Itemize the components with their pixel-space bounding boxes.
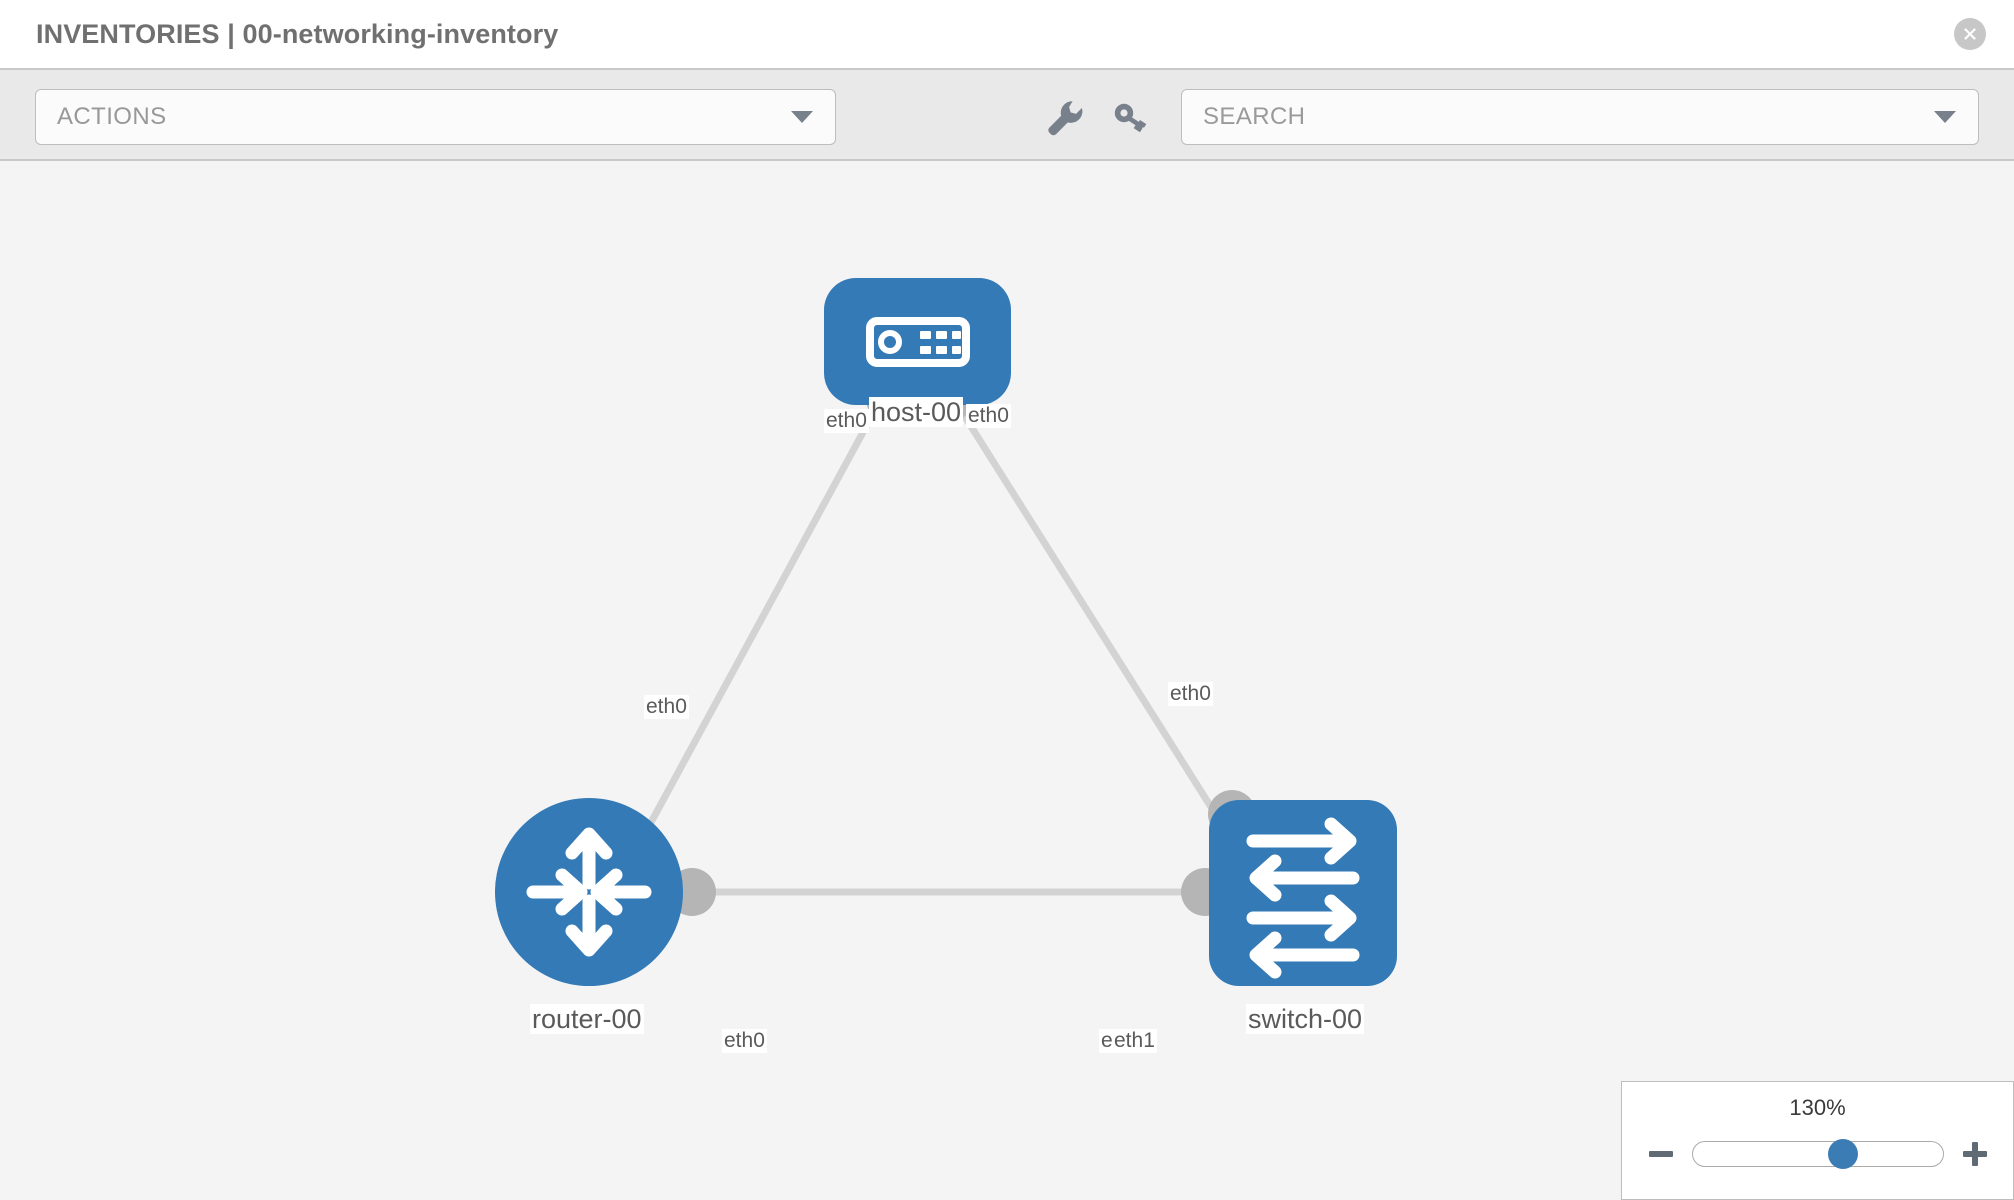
link-host-switch (952, 399, 1248, 863)
iface-label-host-left: eth0 (824, 409, 869, 433)
zoom-slider[interactable] (1691, 1139, 1944, 1169)
search-input[interactable]: SEARCH (1181, 89, 1979, 145)
zoom-in-button[interactable] (1960, 1139, 1990, 1169)
zoom-slider-thumb[interactable] (1827, 1139, 1858, 1169)
node-label-switch-00: switch-00 (1246, 1004, 1365, 1035)
search-placeholder: SEARCH (1203, 103, 1306, 130)
iface-label-switch-left: eth1 (1112, 1029, 1157, 1053)
page-title: INVENTORIES | 00-networking-inventory (36, 18, 559, 49)
topology-canvas[interactable]: host-00 router-00 switch-00 eth0 eth0 et… (0, 161, 2014, 1200)
actions-dropdown[interactable]: ACTIONS (35, 89, 836, 145)
node-host-00[interactable] (824, 278, 1011, 405)
close-icon[interactable] (1954, 18, 1986, 50)
chevron-down-icon (791, 111, 813, 123)
switch-icon (1246, 817, 1360, 979)
node-label-router-00: router-00 (530, 1004, 644, 1035)
zoom-out-button[interactable] (1646, 1139, 1676, 1169)
router-icon (526, 827, 652, 957)
zoom-level-value: 130% (1789, 1095, 1846, 1120)
topology-graph (495, 278, 1397, 986)
connector-stubs (668, 375, 1256, 916)
server-icon (866, 317, 970, 367)
node-switch-00[interactable] (1209, 800, 1397, 986)
iface-label-router-right: eth0 (722, 1029, 767, 1053)
iface-label-router-up: eth0 (644, 695, 689, 719)
node-label-host-00: host-00 (869, 397, 964, 428)
key-icon[interactable] (1110, 96, 1152, 138)
link-host-router (626, 399, 884, 863)
chevron-down-icon[interactable] (1934, 111, 1956, 123)
actions-dropdown-label: ACTIONS (57, 103, 167, 130)
zoom-slider-row (1622, 1132, 2013, 1176)
zoom-control-panel: 130% (1621, 1081, 2014, 1200)
node-router-00[interactable] (495, 798, 683, 986)
page-header: INVENTORIES | 00-networking-inventory (0, 0, 2014, 68)
iface-label-host-right: eth0 (966, 404, 1011, 428)
wrench-icon[interactable] (1043, 96, 1085, 138)
toolbar: ACTIONS SEARCH (0, 68, 2014, 161)
iface-label-switch-up: eth0 (1168, 682, 1213, 706)
